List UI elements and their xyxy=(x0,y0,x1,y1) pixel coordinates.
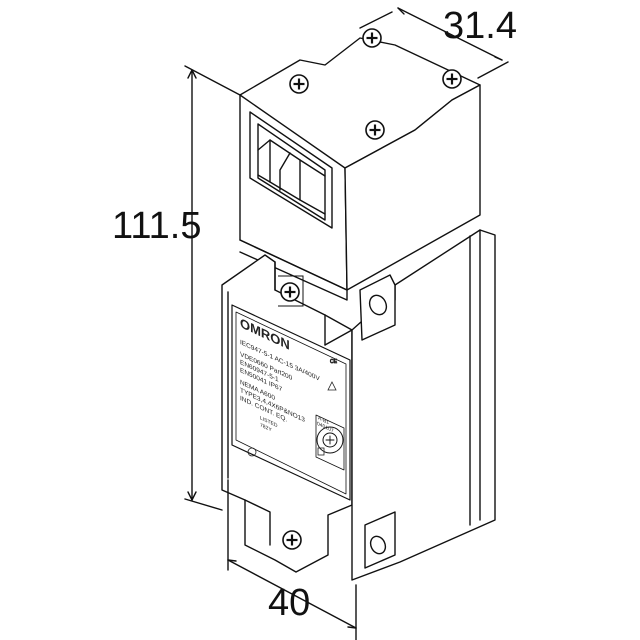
screw-icon xyxy=(441,68,463,90)
screw-icon xyxy=(361,27,383,49)
ul-mark-icon xyxy=(247,447,257,457)
screw-icon xyxy=(279,281,301,303)
mounting-ear-bottom xyxy=(364,511,396,569)
key-code: A-B1 xyxy=(318,415,329,426)
dim-line-top xyxy=(397,7,503,61)
dim-label-width-top: 31.4 xyxy=(443,5,517,47)
screw-icon xyxy=(281,529,303,551)
label-plate xyxy=(231,304,351,501)
dim-line-bottom xyxy=(227,559,357,629)
warning-triangle-icon xyxy=(327,381,337,391)
dim-label-height: 111.5 xyxy=(112,205,201,247)
mounting-ear-top xyxy=(359,274,396,341)
ce-mark-icon: CE xyxy=(330,359,338,365)
dim-label-width-front: 40 xyxy=(268,582,310,624)
key-slot-icon xyxy=(316,426,344,454)
screw-icon xyxy=(364,119,386,141)
screw-icon xyxy=(288,73,310,95)
label-line-9: 782Y xyxy=(260,422,272,433)
